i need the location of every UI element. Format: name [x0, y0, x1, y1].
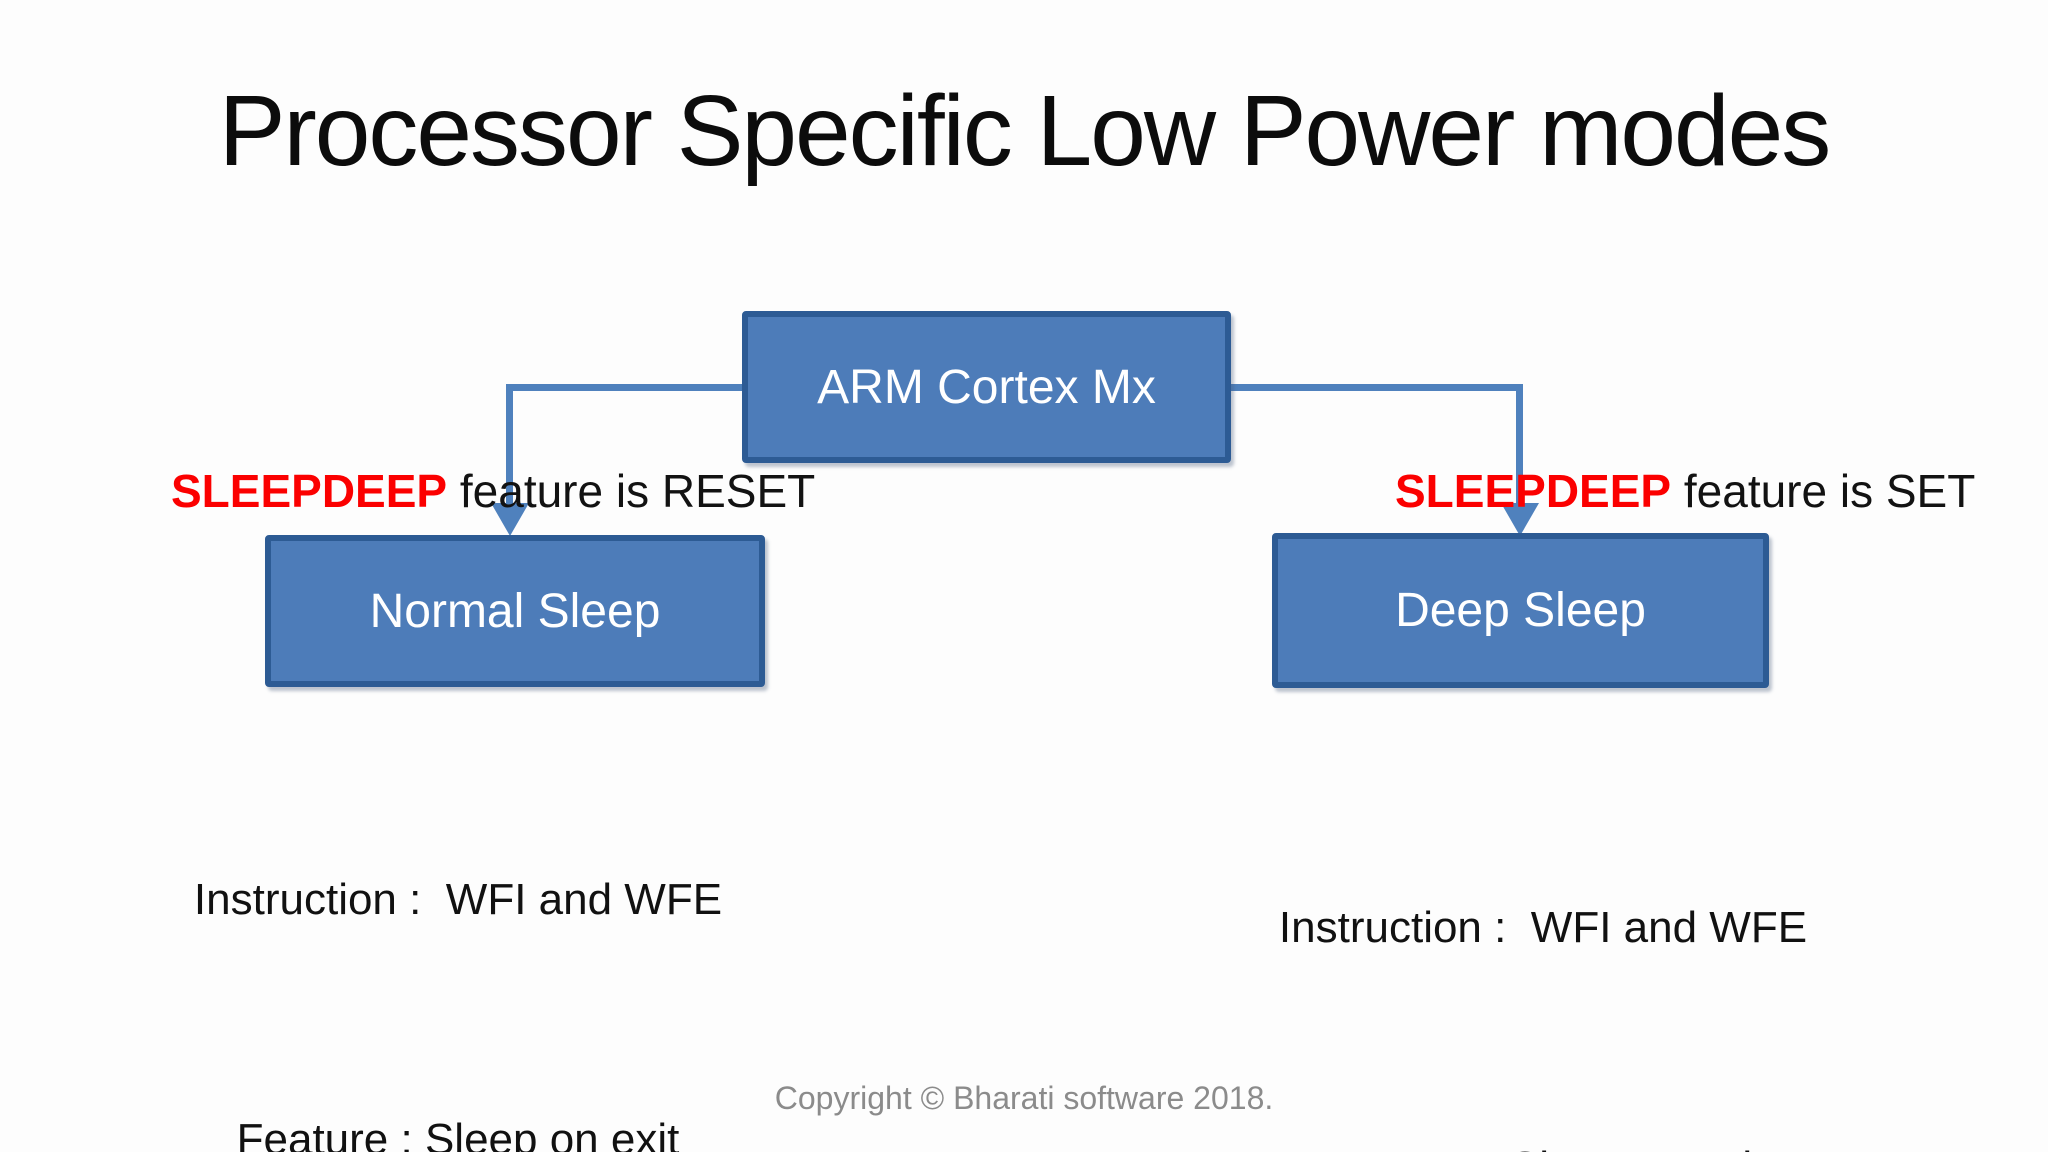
- node-deep-sleep: Deep Sleep: [1272, 533, 1769, 688]
- annotation-right-rest: feature is SET: [1671, 465, 1976, 517]
- details-normal-feature-line: Feature : Sleep on exit: [236, 1115, 680, 1152]
- node-arm-cortex: ARM Cortex Mx: [742, 311, 1231, 463]
- annotation-sleepdeep-set: SLEEPDEEP feature is SET: [1395, 462, 1975, 520]
- node-normal-sleep: Normal Sleep: [265, 535, 765, 687]
- annotation-sleepdeep-reset: SLEEPDEEP feature is RESET: [171, 462, 815, 520]
- connector-arm-to-deep-horizontal: [1227, 384, 1523, 391]
- node-arm-cortex-label: ARM Cortex Mx: [817, 360, 1156, 414]
- slide-title: Processor Specific Low Power modes: [218, 75, 1831, 187]
- details-normal-sleep: Instruction : WFI and WFE Feature : Slee…: [178, 700, 738, 1152]
- node-normal-sleep-label: Normal Sleep: [369, 584, 661, 638]
- connector-arm-to-deep-vertical: [1516, 384, 1523, 506]
- copyright-footer: Copyright © Bharati software 2018.: [774, 1080, 1274, 1116]
- arrowhead-down-right-icon: [1501, 503, 1539, 536]
- details-deep-sleep: Instruction : WFI and WFE Feature : Slee…: [1263, 728, 1823, 1152]
- annotation-left-highlight: SLEEPDEEP: [171, 465, 448, 517]
- connector-arm-to-normal-vertical: [506, 384, 513, 506]
- details-normal-instruction-line: Instruction : WFI and WFE: [193, 875, 723, 924]
- annotation-left-rest: feature is RESET: [447, 465, 816, 517]
- details-deep-feature-line: Feature : Sleep on exit: [1263, 1128, 1823, 1152]
- arrowhead-down-left-icon: [491, 503, 529, 536]
- details-deep-instruction-line: Instruction : WFI and WFE: [1278, 903, 1808, 952]
- node-deep-sleep-label: Deep Sleep: [1395, 584, 1646, 637]
- annotation-right-highlight: SLEEPDEEP: [1395, 465, 1672, 517]
- connector-arm-to-normal-horizontal: [509, 384, 746, 391]
